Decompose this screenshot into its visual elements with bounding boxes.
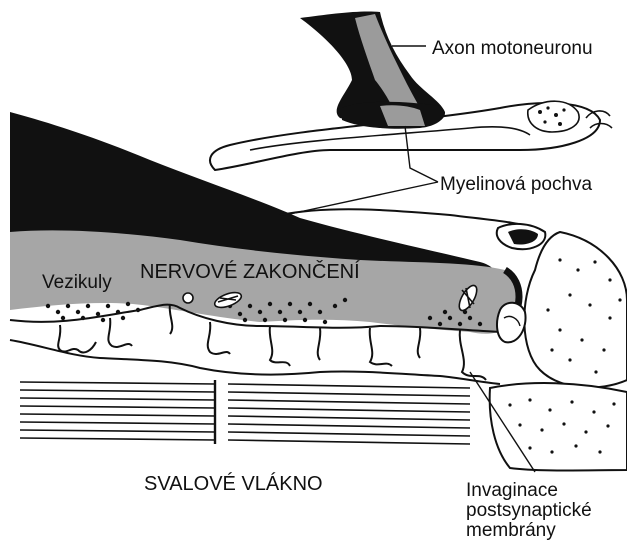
axon-label: Axon motoneuronu — [432, 38, 593, 59]
upper-axon-group — [210, 11, 612, 170]
invagination-label-line1: Invaginace — [466, 480, 558, 501]
terminal-label: NERVOVÉ ZAKONČENÍ — [140, 262, 360, 283]
upper-right-cell — [528, 101, 579, 132]
invagination-label-line3: membrány — [466, 520, 556, 541]
vesicles-label: Vezikuly — [42, 272, 112, 293]
myelin-label: Myelinová pochva — [440, 174, 592, 195]
muscle-label: SVALOVÉ VLÁKNO — [144, 474, 323, 495]
lower-right-cell — [490, 383, 627, 470]
invagination-label-line2: postsynaptické — [466, 500, 592, 521]
right-inner-cell — [497, 303, 526, 343]
right-schwann-cell — [524, 232, 627, 387]
muscle-striations — [20, 380, 470, 444]
